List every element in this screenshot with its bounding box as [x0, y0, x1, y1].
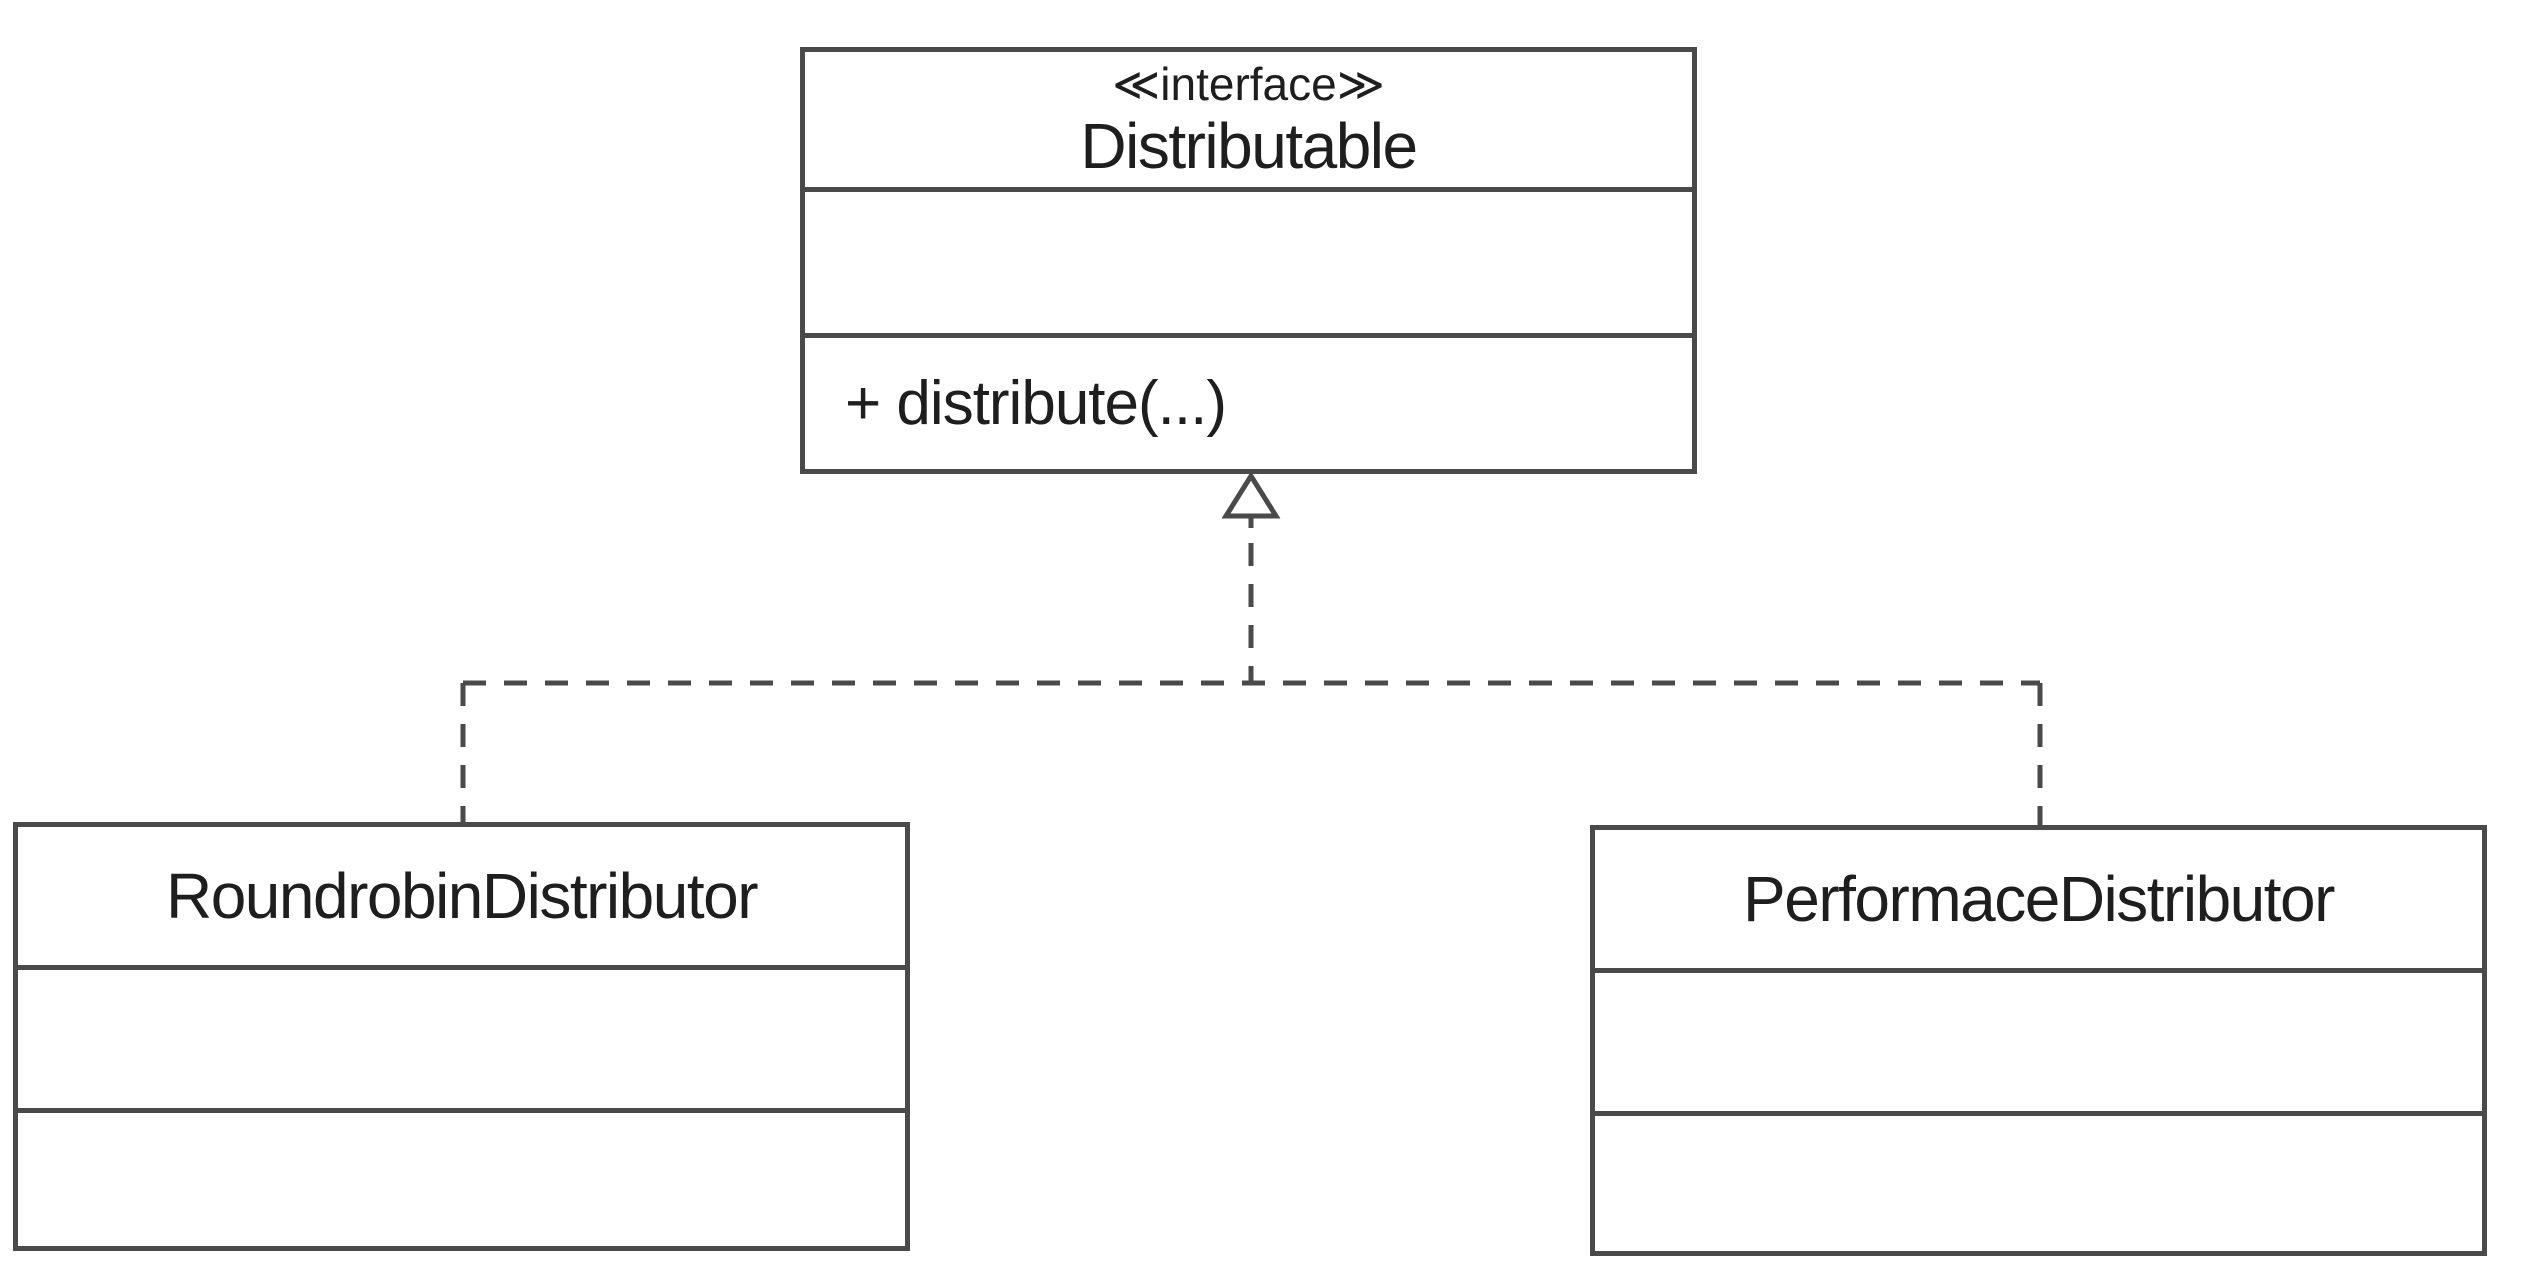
realization-arrowhead-icon: [1221, 471, 1281, 519]
interface-class-box: ≪interface≫ Distributable + distribute(.…: [800, 47, 1697, 474]
class-title-compartment: RoundrobinDistributor: [18, 827, 905, 965]
class-box-performace-distributor: PerformaceDistributor: [1590, 825, 2487, 1256]
class-attributes-compartment: [18, 965, 905, 1108]
class-name-label: PerformaceDistributor: [1743, 862, 2335, 935]
class-attributes-compartment: [1595, 968, 2482, 1111]
interface-methods-compartment: + distribute(...): [805, 333, 1692, 469]
interface-attributes-compartment: [805, 187, 1692, 333]
interface-stereotype-label: ≪interface≫: [1112, 57, 1385, 110]
class-name-label: RoundrobinDistributor: [165, 859, 759, 932]
interface-title-compartment: ≪interface≫ Distributable: [805, 52, 1692, 187]
class-methods-compartment: [1595, 1111, 2482, 1251]
interface-name-label: Distributable: [1080, 109, 1418, 182]
class-methods-compartment: [18, 1108, 905, 1246]
interface-method-label: + distribute(...): [845, 369, 1227, 438]
class-title-compartment: PerformaceDistributor: [1595, 830, 2482, 968]
class-box-roundrobin-distributor: RoundrobinDistributor: [13, 822, 910, 1251]
